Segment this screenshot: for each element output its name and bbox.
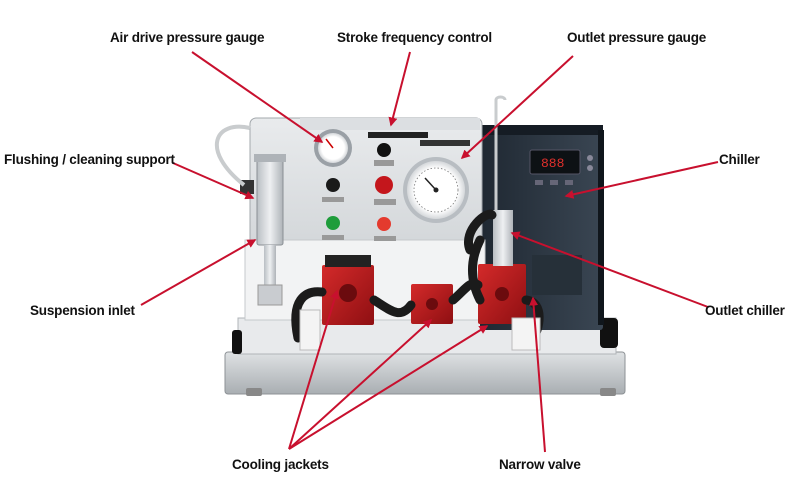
panel-buttons <box>322 176 396 241</box>
cooling-jacket-middle <box>411 284 453 324</box>
arrow-cooling-jacket-right <box>288 325 489 450</box>
arrow-outlet-chiller <box>510 231 709 308</box>
flushing-cylinder <box>240 154 286 306</box>
label-narrow-valve: Narrow valve <box>499 457 581 472</box>
cooling-jacket-right <box>478 210 526 324</box>
label-stroke-frequency-control: Stroke frequency control <box>337 30 492 45</box>
arrow-air-drive-gauge <box>191 51 324 143</box>
arrow-stroke-frequency <box>388 51 411 127</box>
arrow-outlet-pressure-gauge <box>460 55 574 160</box>
label-air-drive-pressure-gauge: Air drive pressure gauge <box>110 30 265 45</box>
tubing <box>214 95 507 240</box>
arrow-flushing-support <box>172 162 255 200</box>
arrow-cooling-jacket-middle <box>288 318 433 450</box>
arrow-narrow-valve <box>529 296 546 453</box>
label-suspension-inlet: Suspension inlet <box>30 303 135 318</box>
label-outlet-pressure-gauge: Outlet pressure gauge <box>567 30 707 45</box>
label-flushing-cleaning-support: Flushing / cleaning support <box>4 152 175 167</box>
label-cooling-jackets: Cooling jackets <box>232 457 329 472</box>
chiller-display: 888 <box>541 156 564 171</box>
air-drive-gauge <box>314 129 352 167</box>
arrow-cooling-jacket-left <box>288 289 340 450</box>
label-outlet-chiller: Outlet chiller <box>705 303 785 318</box>
callout-arrows <box>140 51 719 453</box>
outlet-pressure-gauge <box>403 140 470 223</box>
cooling-jacket-left <box>322 255 374 325</box>
stroke-frequency-knob <box>368 132 428 166</box>
arrow-suspension-inlet <box>140 239 257 306</box>
arrow-chiller <box>564 161 719 199</box>
label-chiller: Chiller <box>719 152 760 167</box>
